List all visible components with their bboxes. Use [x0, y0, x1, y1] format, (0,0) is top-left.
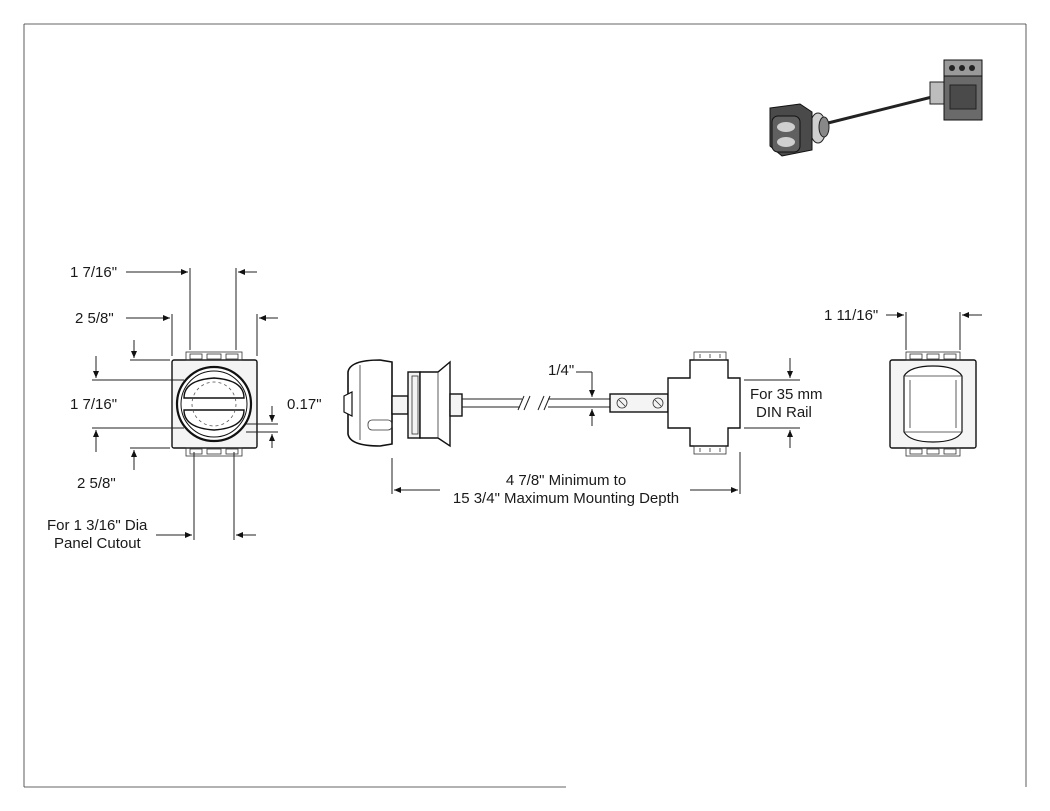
front-view-icon [171, 351, 258, 457]
depth-label-line2: 15 3/4" Maximum Mounting Depth [453, 490, 679, 507]
side-view-icon [343, 351, 741, 455]
din-label-line2: DIN Rail [756, 404, 812, 421]
front-width-label: 1 7/16" [70, 264, 117, 281]
cutout-label-line2: Panel Cutout [54, 535, 142, 552]
front-dimensions [92, 268, 278, 540]
side-width-label: 1 11/16" [824, 307, 878, 324]
end-dimensions [886, 312, 982, 350]
front-outer-width-label: 2 5/8" [75, 310, 114, 327]
front-outer-height-label: 2 5/8" [77, 475, 116, 492]
din-label-line1: For 35 mm [750, 386, 823, 403]
cutout-label-line1: For 1 3/16" Dia [47, 517, 148, 534]
iso-view-icon [769, 59, 983, 157]
side-dimensions [391, 358, 800, 494]
sheet-border [23, 23, 1027, 788]
shaft-size-label: 1/4" [548, 362, 574, 379]
shaft-offset-label: 0.17" [287, 396, 322, 413]
end-view-icon [889, 351, 977, 457]
depth-label-line1: 4 7/8" Minimum to [506, 472, 626, 489]
front-height-label: 1 7/16" [70, 396, 117, 413]
